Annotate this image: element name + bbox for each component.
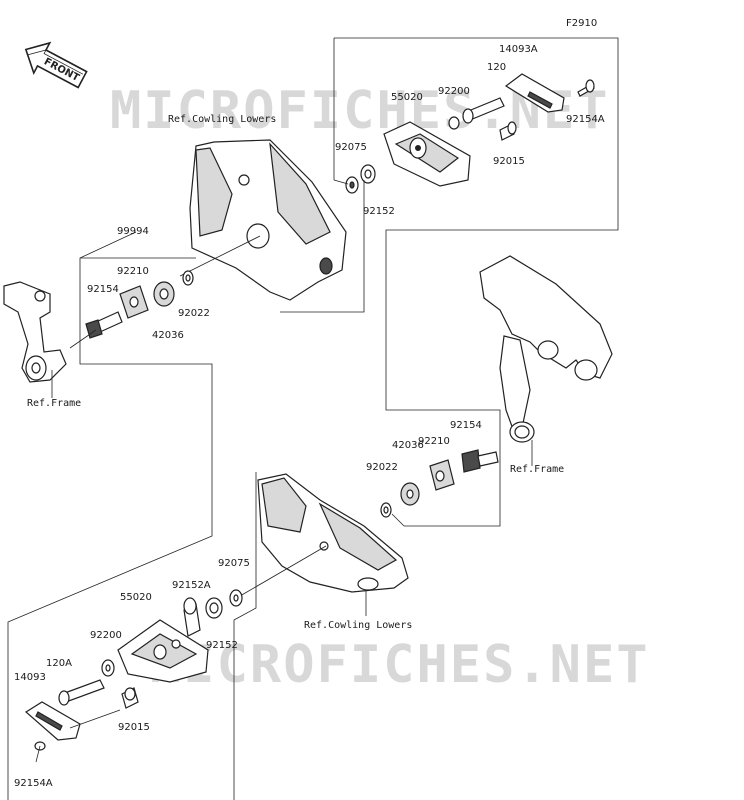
- nut-92210-top: [119, 285, 149, 319]
- bolt-120A: [58, 679, 105, 706]
- ref-cowling-top: Ref.Cowling Lowers: [168, 114, 276, 125]
- box-bottom-outline: [233, 472, 257, 800]
- label-120: 120: [487, 62, 506, 73]
- bolt-92154-right: [461, 449, 499, 473]
- label-92022-right: 92022: [366, 462, 398, 473]
- leader-bolt-frame: [69, 329, 97, 349]
- leader-cowl-center: [179, 235, 261, 277]
- label-14093: 14093: [14, 672, 46, 683]
- collar-92152A: [183, 597, 201, 637]
- slider-55020-bottom: [117, 619, 209, 683]
- label-120A: 120A: [46, 658, 72, 669]
- washer-92200-top: [448, 116, 460, 130]
- frame-bracket-left: [3, 281, 67, 383]
- label-92022-top: 92022: [178, 308, 210, 319]
- box-top-bottom-edge: [280, 180, 365, 313]
- bolt-120: [462, 97, 505, 124]
- leader-plate-bottom: [69, 709, 121, 729]
- box-right-outline: [334, 37, 619, 527]
- leader-top-box: [333, 179, 349, 185]
- washer-92022-right: [380, 502, 392, 518]
- label-92075-bottom: 92075: [218, 558, 250, 569]
- rubber-42036-top: [153, 281, 175, 307]
- collar-92015-top: [499, 121, 517, 141]
- leader-cowl-bottom-axis: [239, 545, 327, 597]
- frame-right: [479, 255, 613, 443]
- label-92154-right: 92154: [450, 420, 482, 431]
- collar-92152-bottom: [205, 597, 223, 619]
- front-arrow-icon: FRONT: [24, 41, 88, 89]
- label-92152-bottom: 92152: [206, 640, 238, 651]
- label-92210-top: 92210: [117, 266, 149, 277]
- cowling-lower-bottom: [257, 473, 409, 593]
- label-92152-top: 92152: [363, 206, 395, 217]
- label-92152A: 92152A: [172, 580, 211, 591]
- rubber-42036-right: [400, 482, 420, 506]
- leader-right-washer: [391, 513, 405, 527]
- label-55020-bottom: 55020: [120, 592, 152, 603]
- nut-92210-right: [429, 459, 455, 491]
- figure-id: F2910: [566, 18, 597, 29]
- bolt-92154-top: [85, 311, 123, 339]
- ref-cowling-bottom: Ref.Cowling Lowers: [304, 620, 412, 631]
- collar-92152-top: [360, 164, 376, 184]
- washer-92075-bottom: [229, 589, 243, 607]
- label-92075-top: 92075: [335, 142, 367, 153]
- ref-frame-left: Ref.Frame: [27, 398, 81, 409]
- label-92200-bottom: 92200: [90, 630, 122, 641]
- label-92154-top: 92154: [87, 284, 119, 295]
- label-42036-right: 42036: [392, 440, 424, 451]
- washer-92022-top: [182, 270, 194, 286]
- watermark-bottom: MICROFICHES.NET: [150, 635, 650, 695]
- plate-14093A: [504, 73, 565, 113]
- cowling-lower-top: [189, 139, 347, 301]
- ref-frame-right: Ref.Frame: [510, 464, 564, 475]
- label-92200-top: 92200: [438, 86, 470, 97]
- label-92015-bottom: 92015: [118, 722, 150, 733]
- label-92154A-top: 92154A: [566, 114, 605, 125]
- label-92154A-bottom: 92154A: [14, 778, 53, 789]
- washer-92075-top: [345, 176, 359, 194]
- washer-92200-bottom: [101, 659, 115, 677]
- label-55020-top: 55020: [391, 92, 423, 103]
- plate-14093: [24, 701, 81, 741]
- label-99994: 99994: [117, 226, 149, 237]
- screw-92154A-bottom: [34, 741, 46, 763]
- label-92015-top: 92015: [493, 156, 525, 167]
- slider-55020-top: [383, 121, 471, 187]
- screw-92154A-top: [577, 79, 595, 97]
- label-14093A: 14093A: [499, 44, 538, 55]
- label-92210-right: 92210: [418, 436, 450, 447]
- label-42036-top: 42036: [152, 330, 184, 341]
- collar-92015-bottom: [121, 687, 139, 709]
